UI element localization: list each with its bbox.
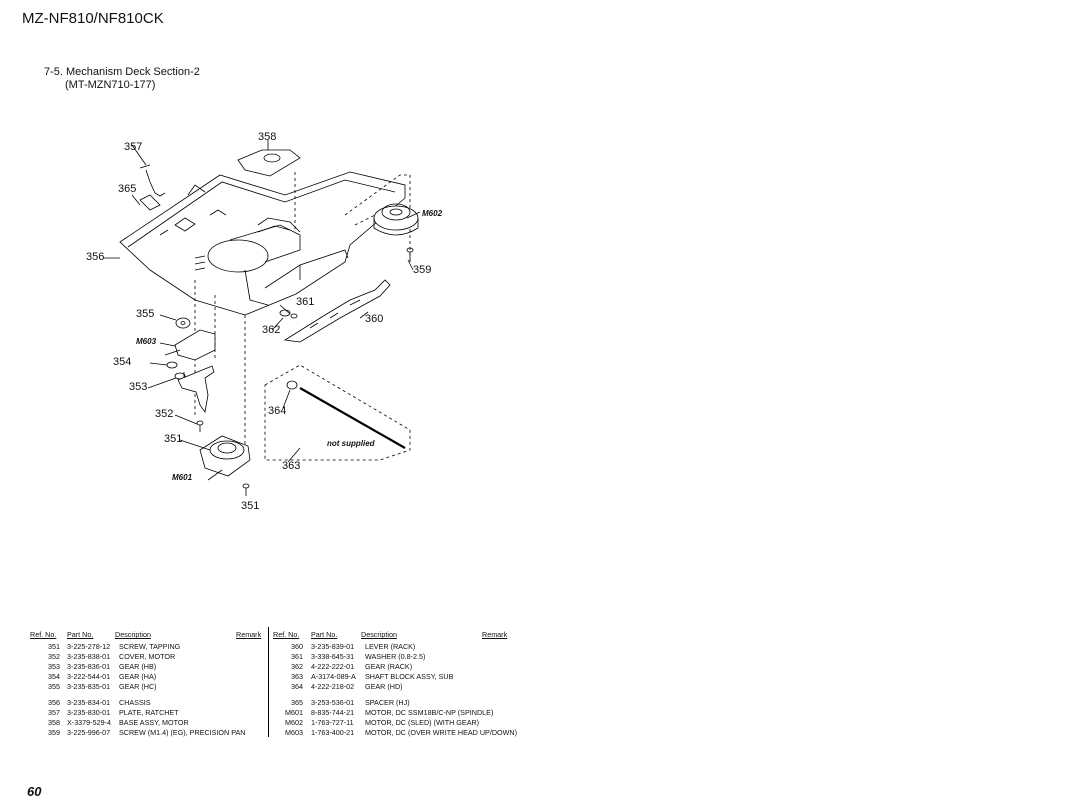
callout-365: 365 bbox=[118, 183, 137, 195]
callout-363: 363 bbox=[282, 460, 301, 472]
table-divider bbox=[268, 627, 269, 737]
callout-355: 355 bbox=[136, 308, 155, 320]
callout-354: 354 bbox=[113, 356, 132, 368]
label-not-supplied: not supplied bbox=[327, 439, 375, 448]
header-remark-right: Remark bbox=[482, 630, 508, 639]
header-remark-left: Remark bbox=[236, 630, 262, 639]
section-heading: 7-5. Mechanism Deck Section-2 (MT-MZN710… bbox=[44, 66, 200, 92]
callout-364: 364 bbox=[268, 405, 287, 417]
callout-353: 353 bbox=[129, 381, 148, 393]
header-part-right: Part No. bbox=[311, 630, 338, 639]
callout-351-lower: 351 bbox=[241, 500, 260, 512]
header-part-left: Part No. bbox=[67, 630, 94, 639]
callout-362: 362 bbox=[262, 324, 281, 336]
header-desc-left: Description bbox=[115, 630, 151, 639]
header-ref-right: Ref. No. bbox=[273, 630, 300, 639]
callout-360: 360 bbox=[365, 313, 384, 325]
callout-359: 359 bbox=[413, 264, 432, 276]
label-m603: M603 bbox=[136, 337, 157, 346]
section-subtitle: (MT-MZN710-177) bbox=[65, 79, 156, 91]
callout-357: 357 bbox=[124, 141, 143, 153]
section-title: 7-5. Mechanism Deck Section-2 bbox=[44, 66, 200, 78]
callout-352: 352 bbox=[155, 408, 174, 420]
callout-356: 356 bbox=[86, 251, 105, 263]
page-number: 60 bbox=[27, 784, 42, 799]
callout-358: 358 bbox=[258, 131, 277, 143]
exploded-diagram bbox=[103, 140, 421, 496]
header-ref-left: Ref. No. bbox=[30, 630, 57, 639]
model-title: MZ-NF810/NF810CK bbox=[22, 10, 164, 27]
header-desc-right: Description bbox=[361, 630, 397, 639]
label-m602: M602 bbox=[422, 209, 443, 218]
callout-351-upper: 351 bbox=[164, 433, 183, 445]
label-m601: M601 bbox=[172, 473, 193, 482]
callout-361: 361 bbox=[296, 296, 315, 308]
